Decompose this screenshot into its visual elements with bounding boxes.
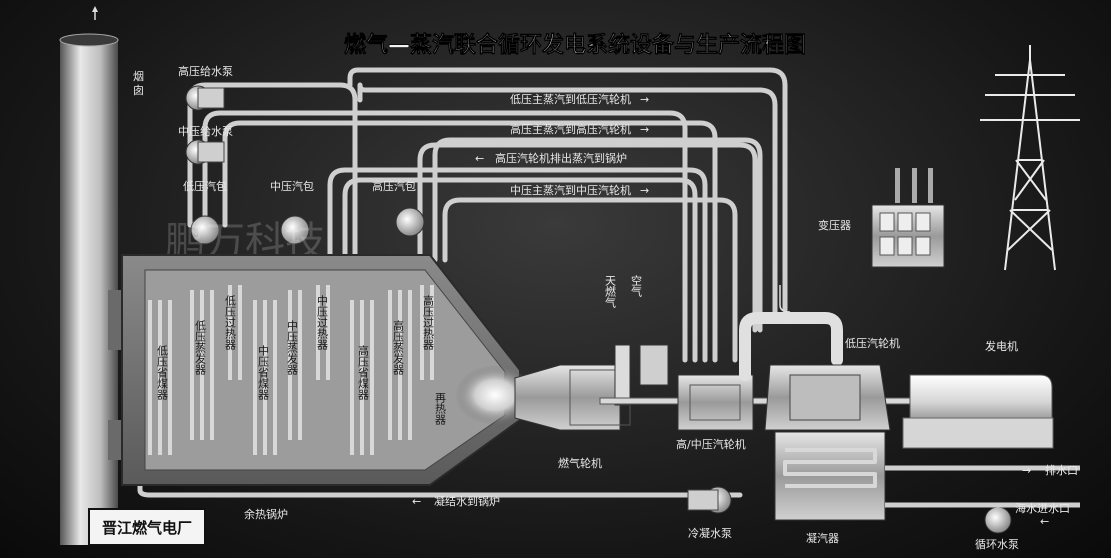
arrow-right-1: →: [640, 93, 649, 106]
label-lp-main-to-lp-turbine: 低压主蒸汽到低压汽轮机: [510, 92, 631, 106]
hp-drum: [395, 207, 425, 237]
label-hp-ip-turbine: 高/中压汽轮机: [676, 437, 746, 451]
hrsg-section-labels: 低压省煤器 低压蒸发器 低压过热器 中压省煤器 中压蒸发器 中压过热器 高压省煤…: [156, 294, 447, 426]
chimney-label-2: 囱: [133, 84, 144, 97]
label-hp-exhaust-to-boiler: 高压汽轮机排出蒸汽到锅炉: [495, 151, 627, 165]
label-ip-drum: 中压汽包: [270, 179, 314, 193]
lp-inlet-arrow: [779, 285, 791, 313]
label-lp-drum: 低压汽包: [183, 179, 227, 193]
label-lp-turbine: 低压汽轮机: [845, 336, 900, 350]
label-ip-superheater: 中压过热器: [316, 295, 329, 351]
label-hrsg: 余热锅炉: [244, 507, 288, 521]
chimney: [59, 6, 130, 545]
lp-turbine: [764, 364, 891, 431]
label-gas-turbine: 燃气轮机: [558, 456, 602, 470]
label-hp-superheater: 高压过热器: [422, 294, 435, 351]
label-hp-main-to-hp-turbine: 高压主蒸汽到高压汽轮机: [510, 122, 631, 136]
label-circulating-pump: 循环水泵: [975, 538, 1019, 551]
label-condensate-to-boiler: 凝结水到锅炉: [434, 494, 500, 508]
label-seawater-inlet: 海水进水口: [1015, 501, 1070, 515]
hp-feed-pump: [185, 85, 225, 111]
label-hp-evaporator: 高压蒸发器: [392, 319, 405, 376]
hp-ip-turbine: [677, 374, 754, 431]
label-hp-economizer: 高压省煤器: [357, 344, 370, 401]
plant-name-box: 晋江燃气电厂: [88, 508, 206, 546]
generator: [902, 374, 1054, 449]
condenser: [774, 431, 886, 521]
label-natural-gas: 天燃气: [604, 275, 617, 308]
label-reheater: 再热器: [434, 392, 447, 426]
arrow-condensate: ←: [412, 495, 421, 508]
label-hp-drum: 高压汽包: [372, 179, 416, 193]
label-transformer: 变压器: [818, 218, 851, 232]
arrow-left-1: ←: [475, 152, 484, 165]
transmission-tower: [980, 45, 1080, 271]
label-air: 空气: [630, 274, 643, 297]
label-ip-evaporator: 中压蒸发器: [286, 320, 299, 376]
label-condenser: 凝汽器: [806, 531, 839, 545]
label-generator: 发电机: [985, 339, 1018, 353]
diagram-title: 燃气—蒸汽联合循环发电系统设备与生产流程图: [344, 32, 806, 58]
lp-drum: [190, 215, 220, 245]
label-lp-superheater: 低压过热器: [224, 295, 237, 351]
label-drain-outlet: 排水口: [1045, 463, 1078, 477]
label-lp-evaporator: 低压蒸发器: [194, 320, 207, 376]
label-ip-economizer: 中压省煤器: [257, 345, 270, 401]
lp-crossover-pipe: [739, 312, 843, 381]
label-hp-feed-pump: 高压给水泵: [178, 64, 233, 78]
transformer: [871, 168, 945, 268]
condensate-pump: [687, 486, 732, 514]
chimney-label-1: 烟: [133, 69, 144, 83]
gas-turbine: [514, 344, 911, 431]
label-condensate-pump: 冷凝水泵: [688, 526, 732, 540]
label-ip-main-to-ip-turbine: 中压主蒸汽到中压汽轮机: [510, 183, 631, 197]
ip-feed-pump: [185, 139, 225, 165]
ip-drum: [280, 215, 310, 245]
arrow-right-3: →: [640, 184, 649, 197]
label-lp-economizer: 低压省煤器: [156, 345, 169, 401]
hrsg-boiler: [121, 254, 535, 486]
arrow-right-2: →: [640, 123, 649, 136]
label-ip-feed-pump: 中压给水泵: [178, 125, 233, 138]
circulating-pump: [885, 465, 1080, 534]
steam-pipes: [137, 67, 788, 498]
arrow-drain: →: [1022, 464, 1031, 477]
arrow-seawater: ←: [1040, 515, 1049, 528]
